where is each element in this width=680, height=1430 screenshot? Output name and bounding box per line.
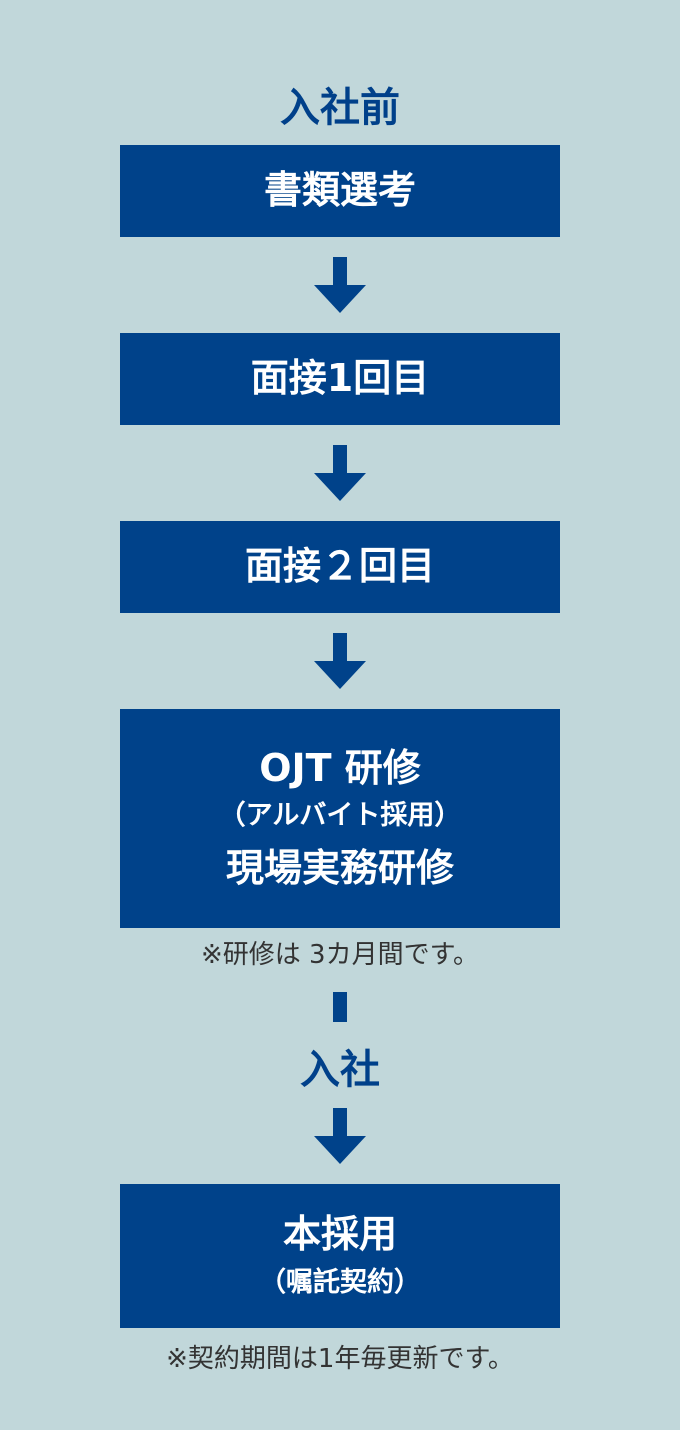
label-pre-joining: 入社前: [280, 85, 400, 131]
note-contract-period: ※契約期間は1年毎更新です。: [166, 1344, 514, 1374]
dashed-connector: [333, 992, 347, 1022]
step-interview-2: 面接２回目: [120, 521, 560, 613]
step-document-screening-label: 書類選考: [263, 168, 416, 213]
step-document-screening: 書類選考: [120, 145, 560, 237]
arrow-down-icon: [314, 445, 366, 501]
note-training-duration: ※研修は 3カ月間です。: [201, 940, 479, 970]
step-full-employment-title: 本採用: [282, 1211, 397, 1256]
step-onsite-training: 現場実務研修: [225, 845, 454, 890]
step-full-employment-subtitle: （嘱託契約）: [259, 1266, 421, 1298]
arrow-down-icon: [314, 633, 366, 689]
step-ojt-training-subtitle: （アルバイト採用）: [218, 800, 462, 832]
label-joining: 入社: [300, 1047, 380, 1093]
step-full-employment: 本採用 （嘱託契約）: [120, 1184, 560, 1328]
step-interview-1-label: 面接1回目: [250, 356, 430, 401]
arrow-down-icon: [314, 257, 366, 313]
step-interview-2-label: 面接２回目: [244, 544, 435, 589]
step-interview-1: 面接1回目: [120, 333, 560, 425]
step-ojt-training: OJT 研修 （アルバイト採用） 現場実務研修: [120, 709, 560, 928]
step-ojt-training-title: OJT 研修: [259, 745, 421, 790]
arrow-down-icon: [314, 1108, 366, 1164]
